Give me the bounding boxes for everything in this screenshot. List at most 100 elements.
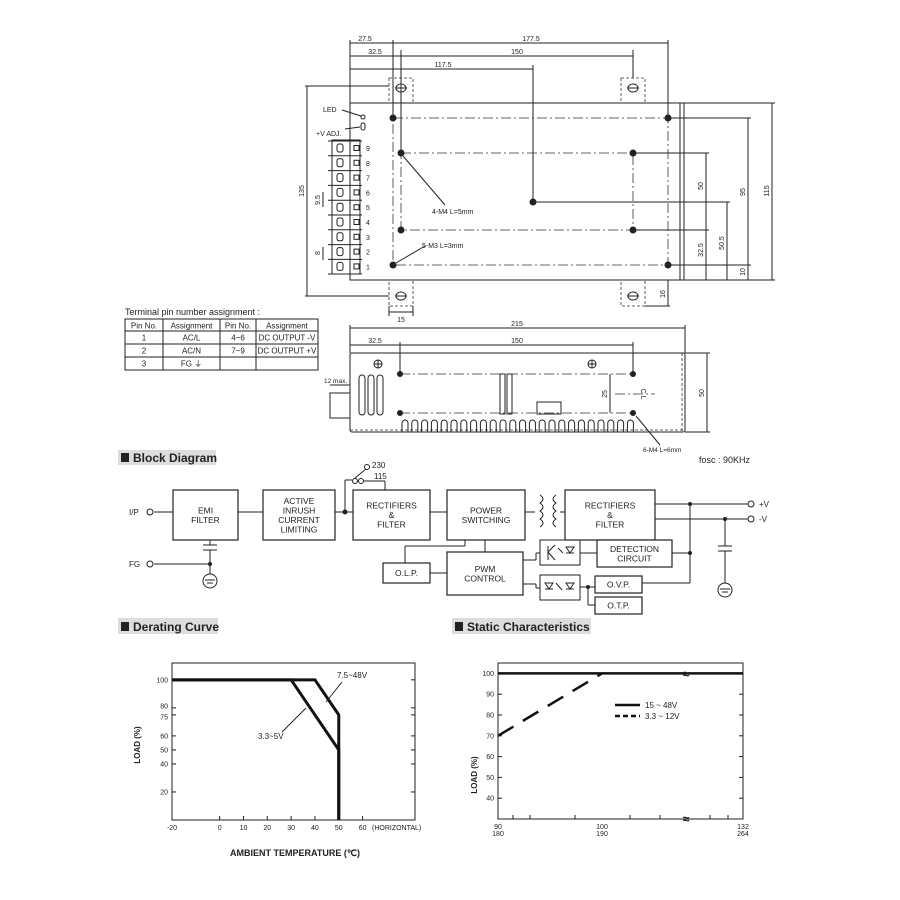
vadj-label: +V ADJ. — [316, 131, 342, 138]
dim-50-5: 50.5 — [719, 236, 726, 250]
detection-circuit-block-label: CIRCUIT — [617, 553, 651, 563]
dim-27-5: 27.5 — [358, 36, 372, 43]
input-rectifier-block: RECTIFIERS&FILTER — [352, 489, 431, 541]
cooling-fin — [528, 419, 536, 432]
output-rectifier-block-label: FILTER — [596, 520, 625, 530]
led-label: LED — [323, 107, 337, 114]
detection-circuit-block-box — [596, 539, 673, 568]
cooling-fin — [421, 419, 429, 432]
terminal-pin-icon — [353, 248, 360, 255]
switch-230-label: 230 — [372, 461, 386, 470]
terminal-pin-icon — [353, 204, 360, 211]
terminal-pin-icon — [353, 145, 360, 151]
y-tick-label: 20 — [160, 789, 168, 796]
terminal-screw-icon — [336, 202, 344, 212]
ip-terminal-icon — [146, 508, 154, 516]
emi-filter-block-box — [172, 489, 239, 541]
dim-32-5-right: 32.5 — [698, 243, 705, 257]
terminal-screw-icon — [336, 232, 344, 242]
table-cell-text: DC OUTPUT -V — [259, 334, 316, 343]
y-tick-label: 100 — [482, 671, 494, 678]
mount-tab — [388, 279, 414, 307]
side-mounting-holes — [397, 371, 636, 416]
table-cell-text: 7~9 — [231, 347, 245, 356]
axis-break-icon: ≈ — [683, 667, 690, 681]
output-rectifier-block-label: RECTIFIERS — [585, 501, 636, 511]
block-wiring — [154, 468, 748, 606]
otp-block: O.T.P. — [594, 596, 643, 615]
series-label-7v5: 7.5~48V — [337, 671, 368, 680]
x-tick-label-alt: 180 — [492, 831, 504, 838]
cooling-fin — [430, 419, 438, 432]
legend-label: 3.3 ~ 12V — [645, 712, 680, 721]
x-tick-label: 20 — [263, 825, 271, 832]
junction-dots — [208, 502, 727, 589]
x-tick-label-alt: 264 — [737, 831, 749, 838]
table-cell-text: AC/N — [182, 347, 201, 356]
cooling-fin — [479, 419, 487, 432]
dim-25: 25 — [602, 390, 609, 398]
dim-115: 115 — [764, 185, 771, 196]
section-bullet-icon — [455, 622, 463, 631]
cooling-fin — [617, 419, 625, 432]
x-tick-label: 30 — [287, 825, 295, 832]
emi-filter-block-label: FILTER — [191, 515, 220, 525]
derating-title: Derating Curve — [133, 620, 219, 634]
dim-95: 95 — [740, 188, 747, 196]
dim-50-side: 50 — [699, 389, 706, 397]
x-tick-label: 60 — [359, 825, 367, 832]
x-tick-label: 0 — [218, 825, 222, 832]
pitch-8: 8 — [315, 251, 322, 255]
output-rectifier-block: RECTIFIERS&FILTER — [564, 489, 656, 541]
power-switching-block-box — [446, 489, 526, 541]
legend-label: 15 ~ 48V — [645, 701, 678, 710]
table-cell — [255, 356, 319, 371]
pin-number: 9 — [366, 146, 370, 153]
side-view: 215 32.5 150 50 25 C L 12 max. 6-M4 L=6m… — [324, 321, 751, 465]
table-header: Pin No. — [225, 322, 251, 331]
y-tick-label: 70 — [486, 733, 494, 740]
pin-assignment-table: Terminal pin number assignment : Pin No.… — [124, 307, 319, 371]
ovp-block-label: O.V.P. — [607, 580, 630, 590]
cooling-fin — [509, 419, 517, 432]
section-header — [118, 450, 216, 465]
terminal-screw-icon — [336, 143, 344, 153]
cooling-fin — [401, 419, 409, 432]
y-tick-label: 80 — [160, 703, 168, 710]
side-details — [358, 359, 597, 416]
series-label-3v3: 3.3~5V — [258, 732, 284, 741]
cooling-fin — [489, 419, 497, 432]
switch-contact-icon — [358, 478, 364, 484]
out-pos-label: +V — [759, 500, 770, 509]
x-tick-label: 100 — [596, 824, 608, 831]
y-tick-label: 100 — [156, 677, 168, 684]
terminal-pin-icon — [353, 233, 360, 240]
output-rectifier-block-label: & — [607, 510, 613, 520]
plot-frame — [497, 662, 744, 820]
dim-177-5: 177.5 — [522, 36, 540, 43]
input-rectifier-block-label: FILTER — [377, 520, 406, 530]
olp-block-box — [382, 562, 431, 584]
input-rectifier-block-label: & — [389, 510, 395, 520]
table-cell-text: AC/L — [183, 334, 201, 343]
y-tick-label: 50 — [486, 775, 494, 782]
pin-number: 1 — [366, 264, 370, 271]
ovp-block: O.V.P. — [594, 575, 643, 594]
cooling-fin — [440, 419, 448, 432]
dim-50: 50 — [698, 182, 705, 190]
annotation-arrow — [325, 681, 343, 703]
table-header: Pin No. — [131, 322, 157, 331]
tab-slots — [395, 83, 639, 301]
table-cell — [219, 356, 257, 371]
section-bullet-icon — [121, 453, 129, 462]
input-rectifier-block-label: RECTIFIERS — [366, 501, 417, 511]
power-switching-block-label: POWER — [470, 505, 502, 515]
y-tick-label: 75 — [160, 714, 168, 721]
pwm-control-block-box — [446, 551, 524, 596]
terminal-screw-icon — [336, 217, 344, 227]
cooling-fin — [568, 419, 576, 432]
hole-centerline — [392, 117, 669, 266]
